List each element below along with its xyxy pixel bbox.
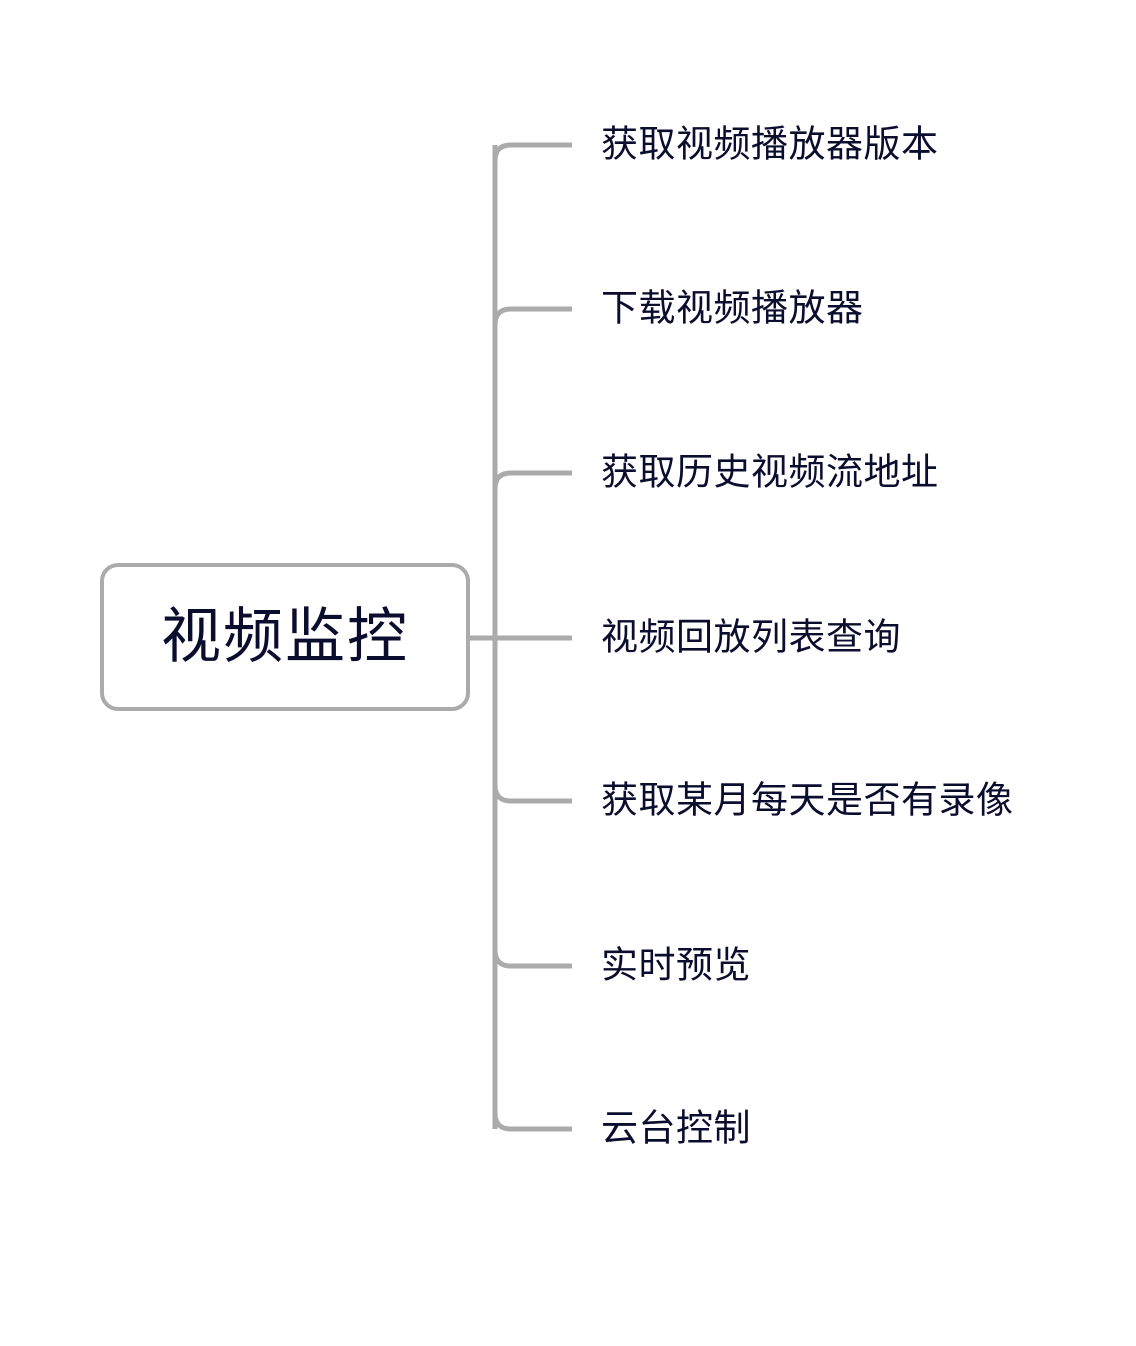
connector-branch-get-player-version	[492, 142, 572, 162]
branch-label-month-record-exists[interactable]: 获取某月每天是否有录像	[601, 778, 1014, 822]
root-node-label: 视频监控	[161, 602, 409, 672]
connector-branch-download-player	[492, 306, 572, 326]
branch-label-playback-list-query[interactable]: 视频回放列表查询	[601, 615, 901, 659]
branch-label-live-preview[interactable]: 实时预览	[601, 943, 751, 987]
connector-branch-ptz-control	[492, 1112, 572, 1132]
root-node[interactable]: 视频监控	[100, 563, 470, 711]
branch-label-history-stream-url[interactable]: 获取历史视频流地址	[601, 450, 939, 494]
branch-label-ptz-control[interactable]: 云台控制	[601, 1106, 751, 1150]
branch-label-download-player[interactable]: 下载视频播放器	[601, 286, 864, 330]
connector-branch-month-record-exists	[492, 784, 572, 804]
branch-label-get-player-version[interactable]: 获取视频播放器版本	[601, 122, 939, 166]
connector-branch-history-stream-url	[492, 470, 572, 490]
connector-branch-live-preview	[492, 949, 572, 969]
